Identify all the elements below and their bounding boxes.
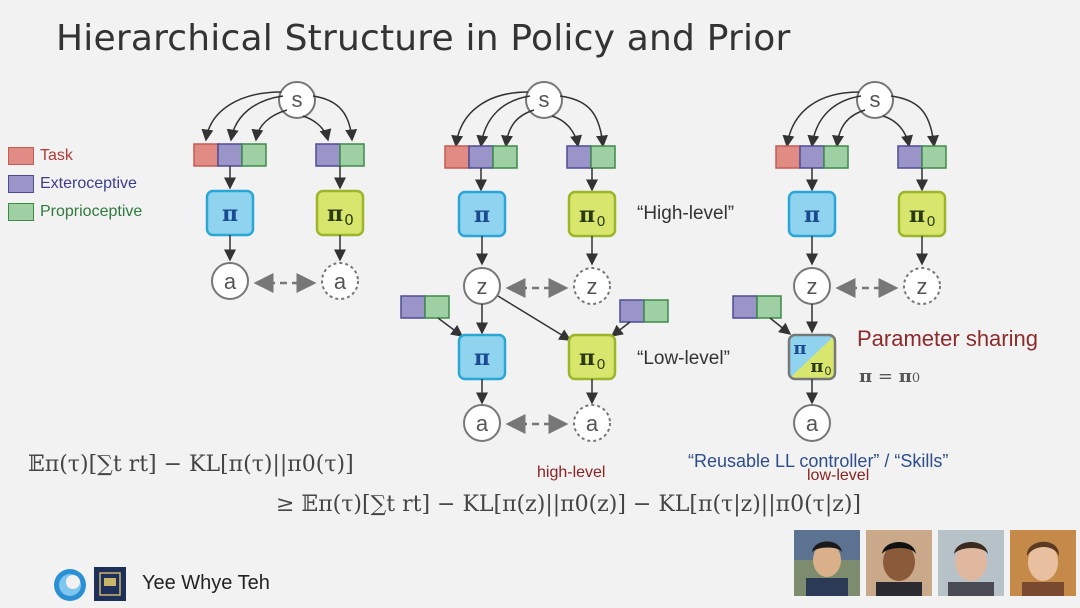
legend-item-proprioceptive: Proprioceptive <box>8 201 142 223</box>
action-node-2-label: a <box>476 411 489 436</box>
low-prior-sub: 0 <box>597 356 605 373</box>
action-node-3 <box>793 404 831 442</box>
parameter-sharing-label: Parameter sharing <box>857 326 1038 351</box>
policy-label-1: π <box>222 201 238 227</box>
action-node-2 <box>463 404 501 442</box>
diagram-shared: s π π 0 z z <box>732 81 947 442</box>
high-prior-sub-3: 0 <box>927 213 935 230</box>
high-prior-label: π <box>579 202 595 228</box>
low-prior-label: π <box>579 345 595 371</box>
high-policy-label: π <box>474 202 490 228</box>
collaborator-photo-4 <box>1010 530 1076 596</box>
presenter-name: Yee Whye Teh <box>142 572 270 594</box>
diagram-flat: s π π 0 a a <box>193 81 365 300</box>
latent-prior-node-2 <box>573 267 611 305</box>
action-prior-node-2 <box>573 404 611 442</box>
reusable-caption: “Reusable LL controller” / “Skills” <box>688 451 949 471</box>
param-eq-lhs: π <box>859 366 873 387</box>
state-node-1-label: s <box>292 87 303 112</box>
param-eq-sub: 0 <box>911 371 921 386</box>
latent-node-2-label: z <box>477 274 488 299</box>
legend-item-task: Task <box>8 145 73 167</box>
deepmind-logo <box>54 569 86 601</box>
oxford-crest-logo <box>94 567 126 601</box>
param-eq-mid: = <box>872 366 899 387</box>
action-prior-node-1-label: a <box>334 269 347 294</box>
latent-prior-node-3-label: z <box>917 274 928 299</box>
shared-policy-pi: π <box>793 338 806 359</box>
state-node-2 <box>525 81 563 119</box>
action-prior-node-1 <box>321 262 359 300</box>
latent-node-3-label: z <box>807 274 818 299</box>
parameter-equation: π = π0 <box>859 366 920 387</box>
proprioceptive-swatch <box>8 203 34 221</box>
slide-title: Hierarchical Structure in Policy and Pri… <box>56 18 791 59</box>
state-node-3 <box>856 81 894 119</box>
action-node-1-label: a <box>224 269 237 294</box>
state-node-3-label: s <box>870 87 881 112</box>
action-node-3-label: a <box>806 411 819 436</box>
diagram-hierarchical: s π π 0 z z <box>400 81 669 442</box>
prior-label-1: π <box>327 201 343 227</box>
state-node-2-label: s <box>539 87 550 112</box>
latent-prior-node-3 <box>903 267 941 305</box>
collaborator-photo-1 <box>794 530 860 596</box>
equation-line-1: 𝔼π(τ)[∑t rt] − KL[π(τ)||π0(τ)] <box>28 452 354 477</box>
high-level-note: “High-level” <box>637 203 735 224</box>
low-policy-label: π <box>474 345 490 371</box>
action-prior-node-2-label: a <box>586 411 599 436</box>
collaborator-photo-2 <box>866 530 932 596</box>
high-policy-label-3: π <box>804 202 820 228</box>
high-prior-label-3: π <box>909 202 925 228</box>
latent-prior-node-2-label: z <box>587 274 598 299</box>
legend-label-exteroceptive: Exteroceptive <box>40 175 137 192</box>
legend-label-proprioceptive: Proprioceptive <box>40 203 143 220</box>
param-eq-rhs: π <box>898 366 912 387</box>
shared-policy-pi0: π <box>810 356 823 377</box>
exteroceptive-swatch <box>8 175 34 193</box>
state-node-1 <box>278 81 316 119</box>
collaborator-photo-3 <box>938 530 1004 596</box>
low-level-note: “Low-level” <box>637 348 730 369</box>
high-prior-sub: 0 <box>597 213 605 230</box>
prior-sub-1: 0 <box>344 211 354 229</box>
action-node-1 <box>211 262 249 300</box>
low-level-term-label: low-level <box>807 467 870 484</box>
high-level-term-label: high-level <box>537 464 606 481</box>
equation-line-2: ≥ 𝔼π(τ)[∑t rt] − KL[π(z)||π0(z)] − KL[π(… <box>276 492 861 517</box>
shared-policy-sub: 0 <box>825 364 832 378</box>
legend-label-task: Task <box>40 147 73 164</box>
task-swatch <box>8 147 34 165</box>
legend-item-exteroceptive: Exteroceptive <box>8 173 137 195</box>
